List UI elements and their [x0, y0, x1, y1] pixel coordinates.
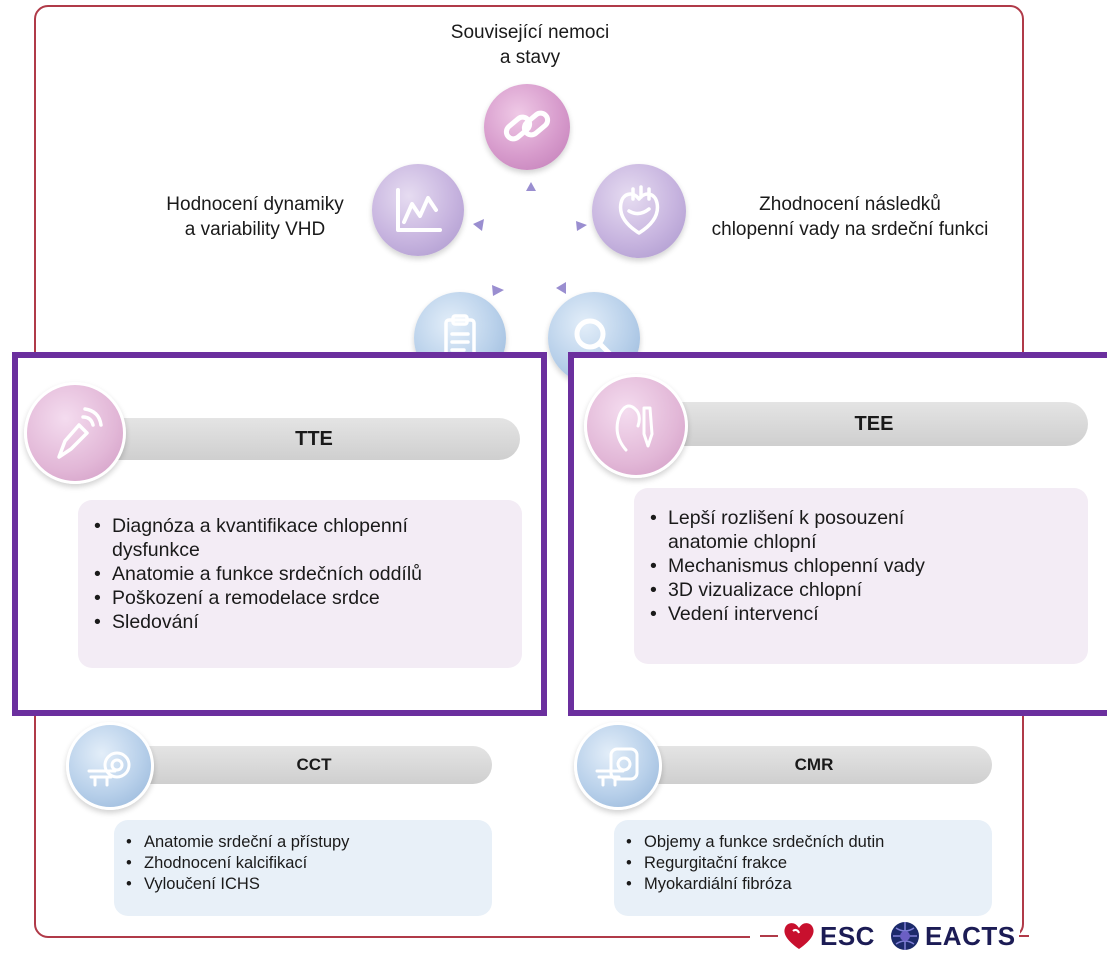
chain-link-icon	[484, 84, 570, 170]
label-consequences: Zhodnocení následků chlopenní vady na sr…	[711, 194, 989, 240]
list-item: Lepší rozlišení k posouzení anatomie chl…	[648, 506, 1074, 554]
tee-listbox: Lepší rozlišení k posouzení anatomie chl…	[634, 488, 1088, 664]
list-item: Zhodnocení kalcifikací	[124, 853, 480, 874]
tee-title: TEE	[854, 412, 894, 435]
tri-left	[473, 219, 484, 231]
cmr-title-pill: CMR	[636, 746, 992, 784]
tee-title-pill: TEE	[660, 402, 1088, 446]
mri-scanner-icon	[574, 722, 662, 810]
cmr-title: CMR	[794, 755, 834, 774]
tte-title: TTE	[295, 427, 333, 450]
tri-lower-right	[556, 282, 566, 294]
list-item: Sledování	[92, 610, 508, 634]
tri-up	[526, 182, 536, 191]
list-item: Vedení intervencí	[648, 602, 1074, 626]
label-related-diseases: Související nemoci a stavy	[450, 22, 610, 68]
heart-icon	[592, 164, 686, 258]
eacts-logo-text: EACTS	[924, 920, 1016, 951]
ct-scanner-icon	[66, 722, 154, 810]
list-item: Regurgitační frakce	[624, 853, 980, 874]
list-item: Anatomie a funkce srdečních oddílů	[92, 562, 508, 586]
tte-listbox: Diagnóza a kvantifikace chlopenní dysfun…	[78, 500, 522, 668]
ultrasound-probe-icon	[24, 382, 126, 484]
cct-listbox: Anatomie srdeční a přístupy Zhodnocení k…	[114, 820, 492, 916]
esc-heart-icon	[784, 923, 814, 949]
list-item: Vyloučení ICHS	[124, 874, 480, 895]
cct-title: CCT	[296, 755, 332, 774]
list-item: Mechanismus chlopenní vady	[648, 554, 1074, 578]
list-item: Anatomie srdeční a přístupy	[124, 832, 480, 853]
arrow-triangles	[473, 182, 587, 296]
eacts-globe-icon	[890, 922, 919, 950]
list-item: Myokardiální fibróza	[624, 874, 980, 895]
logo-area: ESC EACTS	[760, 918, 1030, 954]
cct-title-pill: CCT	[136, 746, 492, 784]
esc-logo-text: ESC	[820, 920, 875, 951]
tri-lower-left	[492, 285, 504, 296]
list-item: 3D vizualizace chlopní	[648, 578, 1074, 602]
cmr-listbox: Objemy a funkce srdečních dutin Regurgit…	[614, 820, 992, 916]
list-item: Objemy a funkce srdečních dutin	[624, 832, 980, 853]
line-chart-icon	[372, 164, 464, 256]
tri-right	[576, 221, 587, 231]
list-item: Poškození a remodelace srdce	[92, 586, 508, 610]
list-item: Diagnóza a kvantifikace chlopenní dysfun…	[92, 514, 508, 562]
label-dynamics: Hodnocení dynamiky a variability VHD	[166, 194, 344, 240]
tee-probe-icon	[584, 374, 688, 478]
tte-title-pill: TTE	[108, 418, 520, 460]
